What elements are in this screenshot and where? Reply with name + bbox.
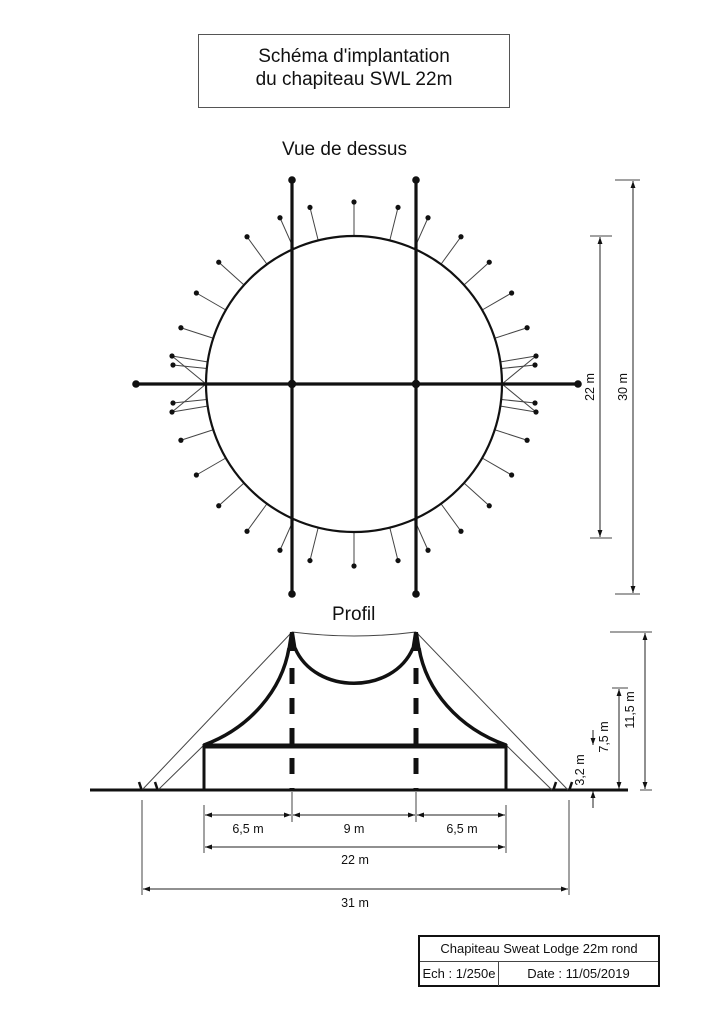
axis-end-stakes <box>132 176 582 598</box>
dimension-label-22m: 22 m <box>583 373 597 401</box>
title-block-scale: Ech : 1/250e <box>420 962 499 986</box>
dimension-label-right: 6,5 m <box>446 822 477 836</box>
horizontal-dimension-extension-lines <box>141 792 570 895</box>
drawing-title-box: Schéma d'implantation du chapiteau SWL 2… <box>198 34 510 108</box>
profile-view: 6,5 m 9 m 6,5 m 22 m 31 m 3,2 m 7,5 m 11… <box>90 631 652 910</box>
dimension-label-width: 22 m <box>341 853 369 867</box>
top-view: 22 m 30 m <box>132 176 640 598</box>
dimension-label-eave-height: 7,5 m <box>597 721 611 752</box>
title-block-date: Date : 11/05/2019 <box>527 966 630 981</box>
dimension-label-left: 6,5 m <box>232 822 263 836</box>
dimension-label-wall-height: 3,2 m <box>573 754 587 785</box>
title-block: Chapiteau Sweat Lodge 22m rond Ech : 1/2… <box>418 935 660 987</box>
ground-stakes <box>137 781 574 792</box>
profile-heading: Profil <box>332 604 376 625</box>
title-block-name: Chapiteau Sweat Lodge 22m rond <box>420 937 658 962</box>
dimension-label-center: 9 m <box>344 822 365 836</box>
guy-line-stakes <box>169 199 539 569</box>
dimension-diameter: 22 m <box>583 235 612 539</box>
dimension-label-overall-width: 31 m <box>341 896 369 910</box>
dimension-overall: 30 m <box>615 179 640 595</box>
top-view-heading: Vue de dessus <box>282 139 407 160</box>
dimension-label-30m: 30 m <box>616 373 630 401</box>
dimension-label-peak-height: 11,5 m <box>623 691 637 728</box>
title-line-1: Schéma d'implantation <box>258 46 450 67</box>
title-line-2: du chapiteau SWL 22m <box>255 69 453 90</box>
